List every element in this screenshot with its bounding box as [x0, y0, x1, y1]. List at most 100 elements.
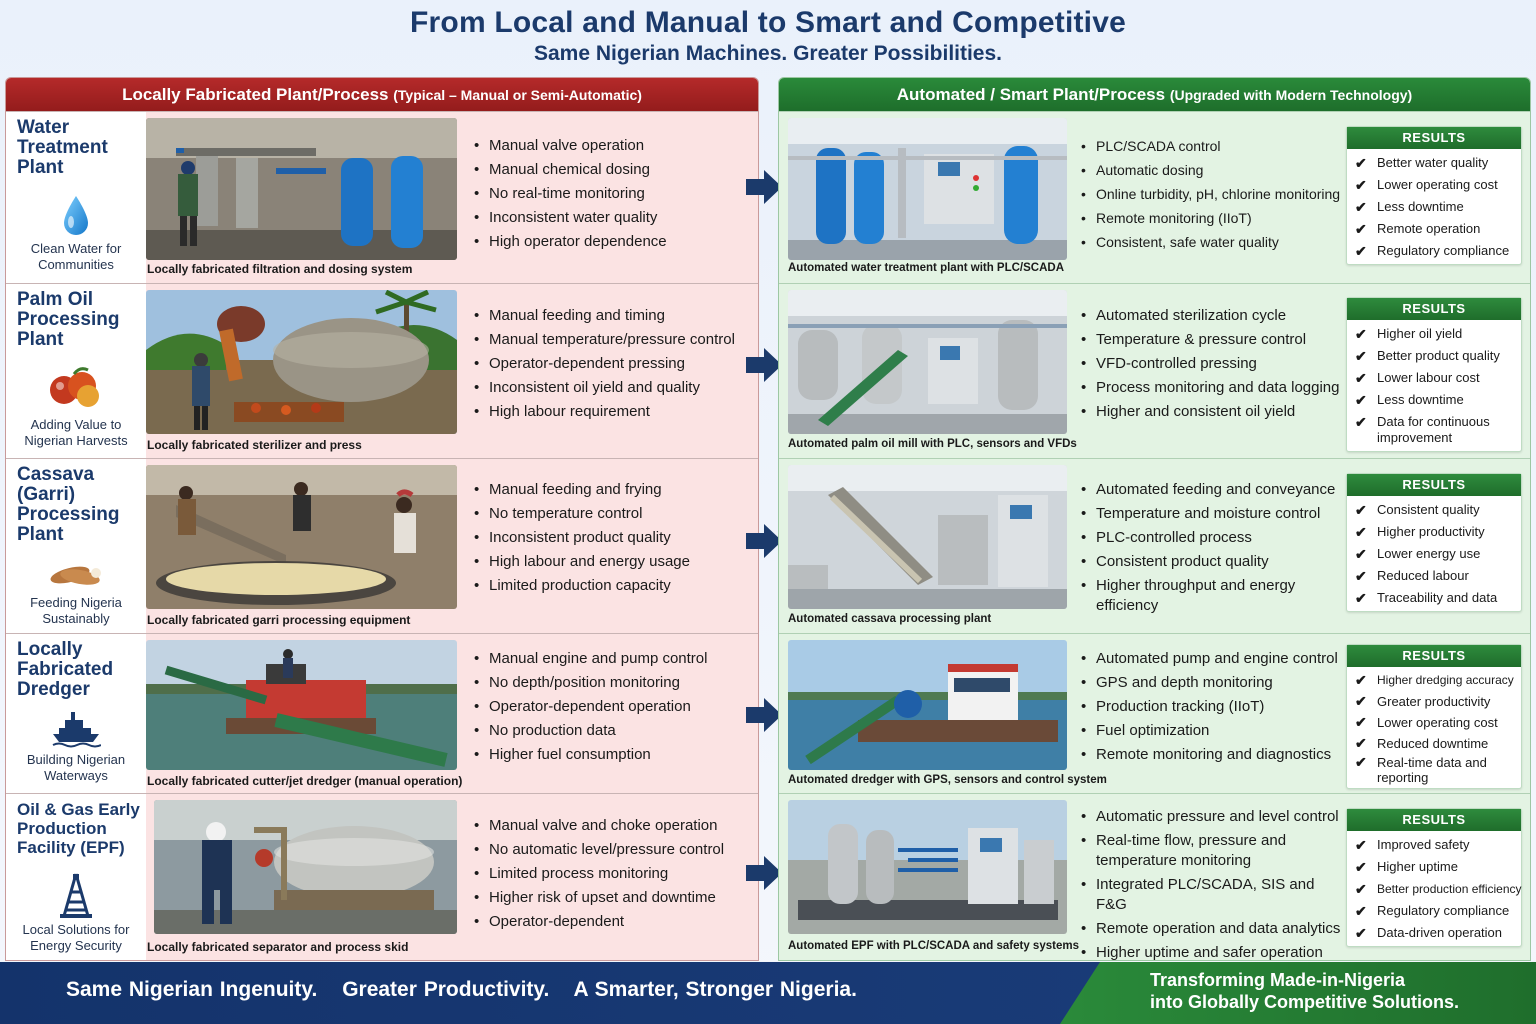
- footer-slogan-2: Greater Productivity.: [342, 978, 550, 1001]
- result-item: ✔Higher oil yield: [1355, 323, 1517, 345]
- automated-panel-title: Automated / Smart Plant/Process: [896, 85, 1166, 104]
- checkmark-icon: ✔: [1355, 502, 1367, 518]
- list-item: Remote operation and data analytics: [1081, 919, 1343, 939]
- auto-photo-caption: Automated dredger with GPS, sensors and …: [788, 774, 1107, 786]
- list-item: Manual engine and pump control: [474, 647, 707, 671]
- auto-bullet-list: Automated feeding and conveyance Tempera…: [1081, 478, 1335, 616]
- checkmark-icon: ✔: [1355, 881, 1367, 897]
- results-header: RESULTS: [1347, 298, 1521, 320]
- list-item: Real-time flow, pressure and temperature…: [1081, 831, 1343, 871]
- local-bullet-list: Manual valve and choke operation No auto…: [474, 814, 724, 934]
- automated-panel: Automated / Smart Plant/Process (Upgrade…: [778, 77, 1531, 961]
- auto-photo-caption: Automated palm oil mill with PLC, sensor…: [788, 438, 1077, 450]
- row-caption: Building Nigerian Waterways: [26, 752, 126, 783]
- result-item: ✔Less downtime: [1355, 389, 1517, 411]
- result-item: ✔Improved safety: [1355, 834, 1517, 856]
- footer-tagline-line-2: into Globally Competitive Solutions.: [1150, 992, 1460, 1012]
- result-item: ✔Data-driven operation: [1355, 922, 1517, 944]
- results-box: RESULTS ✔Better water quality ✔Lower ope…: [1346, 126, 1522, 265]
- ship-icon: [6, 710, 146, 752]
- list-item: High labour and energy usage: [474, 550, 690, 574]
- water-drop-icon: [6, 194, 146, 242]
- list-item: Limited production capacity: [474, 574, 690, 598]
- row-title: Palm Oil Processing Plant: [17, 289, 120, 350]
- result-item: ✔Reduced downtime: [1355, 733, 1517, 754]
- result-item: ✔Higher productivity: [1355, 521, 1517, 543]
- result-item: ✔Less downtime: [1355, 196, 1517, 218]
- checkmark-icon: ✔: [1355, 859, 1367, 875]
- list-item: Temperature & pressure control: [1081, 328, 1340, 352]
- list-item: Process monitoring and data logging: [1081, 376, 1340, 400]
- local-photo-caption: Locally fabricated garri processing equi…: [147, 613, 411, 627]
- auto-cassava-photo: [788, 465, 1067, 609]
- local-row-water: Water Treatment Plant Clean Water for Co…: [6, 111, 758, 283]
- auto-palm-oil-photo: [788, 290, 1067, 434]
- local-bullet-list: Manual engine and pump control No depth/…: [474, 647, 707, 767]
- auto-bullet-list: Automatic pressure and level control Rea…: [1081, 807, 1343, 960]
- list-item: High labour requirement: [474, 400, 735, 424]
- list-item: Production tracking (IIoT): [1081, 695, 1338, 719]
- local-oil-gas-photo: [154, 800, 457, 934]
- list-item: Operator-dependent: [474, 910, 724, 934]
- list-item: Manual temperature/pressure control: [474, 328, 735, 352]
- checkmark-icon: ✔: [1355, 672, 1367, 688]
- header: From Local and Manual to Smart and Compe…: [0, 0, 1536, 76]
- row-title: Water Treatment Plant: [17, 117, 108, 178]
- list-item: Automatic dosing: [1081, 158, 1340, 182]
- list-item: Automatic pressure and level control: [1081, 807, 1343, 827]
- row-title: Locally Fabricated Dredger: [17, 639, 114, 700]
- list-item: PLC/SCADA control: [1081, 134, 1340, 158]
- local-panel-header: Locally Fabricated Plant/Process (Typica…: [6, 78, 758, 111]
- list-item: GPS and depth monitoring: [1081, 671, 1338, 695]
- auto-row-cassava: Automated cassava processing plant Autom…: [779, 458, 1530, 633]
- checkmark-icon: ✔: [1355, 326, 1367, 342]
- list-item: No temperature control: [474, 502, 690, 526]
- list-item: Operator-dependent pressing: [474, 352, 735, 376]
- result-item: ✔Remote operation: [1355, 218, 1517, 240]
- result-item: ✔Regulatory compliance: [1355, 240, 1517, 262]
- local-panel: Locally Fabricated Plant/Process (Typica…: [5, 77, 759, 961]
- arrow-right-icon: [746, 524, 782, 558]
- arrow-right-icon: [746, 348, 782, 382]
- auto-bullet-list: PLC/SCADA control Automatic dosing Onlin…: [1081, 134, 1340, 254]
- checkmark-icon: ✔: [1355, 414, 1367, 430]
- checkmark-icon: ✔: [1355, 735, 1367, 751]
- list-item: Manual feeding and timing: [474, 304, 735, 328]
- auto-oil-gas-photo: [788, 800, 1067, 934]
- list-item: Higher uptime and safer operation: [1081, 943, 1343, 960]
- local-palm-oil-photo: [146, 290, 457, 434]
- list-item: No automatic level/pressure control: [474, 838, 724, 862]
- list-item: PLC-controlled process: [1081, 526, 1335, 550]
- result-item: ✔Reduced labour: [1355, 565, 1517, 587]
- checkmark-icon: ✔: [1355, 243, 1367, 259]
- footer-tagline-banner: [1060, 962, 1536, 1024]
- page-title: From Local and Manual to Smart and Compe…: [410, 6, 1126, 39]
- result-item: ✔Lower energy use: [1355, 543, 1517, 565]
- checkmark-icon: ✔: [1355, 221, 1367, 237]
- auto-row-palm-oil: Automated palm oil mill with PLC, sensor…: [779, 283, 1530, 458]
- row-caption: Adding Value to Nigerian Harvests: [24, 417, 128, 448]
- row-label-column: Cassava (Garri) Processing Plant Feeding…: [6, 459, 146, 633]
- list-item: Inconsistent water quality: [474, 206, 667, 230]
- row-title: Oil & Gas Early Production Facility (EPF…: [17, 800, 140, 857]
- result-item: ✔Higher dredging accuracy: [1355, 670, 1517, 691]
- row-title: Cassava (Garri) Processing Plant: [17, 464, 120, 545]
- result-item: ✔Better water quality: [1355, 152, 1517, 174]
- list-item: Fuel optimization: [1081, 719, 1338, 743]
- auto-dredger-photo: [788, 640, 1067, 770]
- list-item: High operator dependence: [474, 230, 667, 254]
- cassava-icon: [6, 559, 146, 593]
- list-item: Limited process monitoring: [474, 862, 724, 886]
- checkmark-icon: ✔: [1355, 524, 1367, 540]
- auto-row-dredger: Automated dredger with GPS, sensors and …: [779, 633, 1530, 793]
- list-item: Manual valve and choke operation: [474, 814, 724, 838]
- result-item: ✔Higher uptime: [1355, 856, 1517, 878]
- result-item: ✔Lower labour cost: [1355, 367, 1517, 389]
- local-panel-subtitle: (Typical – Manual or Semi-Automatic): [393, 87, 642, 103]
- list-item: Higher fuel consumption: [474, 743, 707, 767]
- list-item: Inconsistent product quality: [474, 526, 690, 550]
- local-panel-title: Locally Fabricated Plant/Process: [122, 85, 389, 104]
- row-caption: Clean Water for Communities: [30, 241, 122, 272]
- auto-bullet-list: Automated sterilization cycle Temperatur…: [1081, 304, 1340, 424]
- oil-rig-icon: [6, 872, 146, 922]
